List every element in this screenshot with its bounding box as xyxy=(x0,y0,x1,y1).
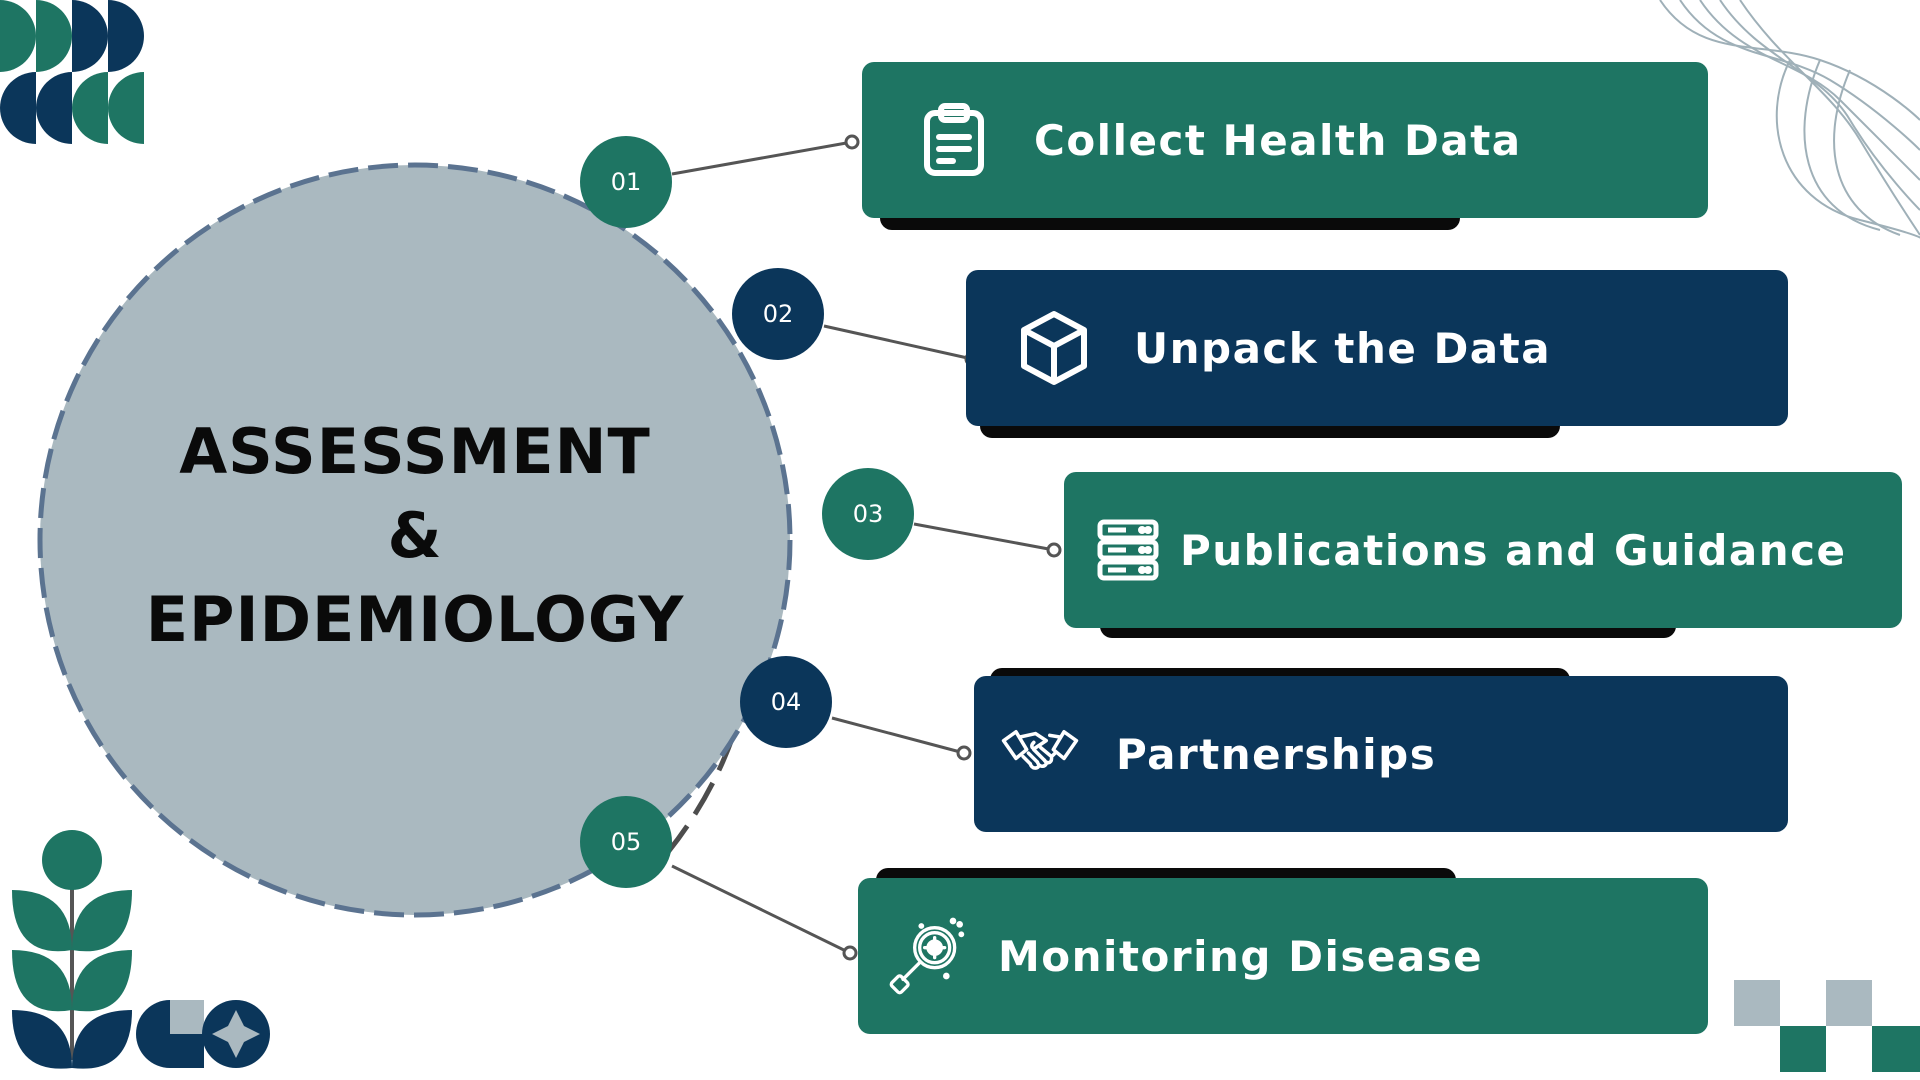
step-label: Unpack the Data xyxy=(1134,323,1552,373)
handshake-icon xyxy=(1000,714,1080,794)
step-badge-01: 01 xyxy=(580,136,672,228)
wavy-lines-pattern xyxy=(1659,0,1920,240)
connector-line-05 xyxy=(671,864,851,955)
connector-line-04 xyxy=(831,716,965,755)
step-number: 03 xyxy=(852,500,884,528)
step-card-01[interactable]: Collect Health Data xyxy=(862,62,1708,218)
step-label: Monitoring Disease xyxy=(998,931,1484,981)
clipboard-icon xyxy=(914,100,994,180)
checker-squares-pattern xyxy=(1734,980,1920,1072)
title-line-3: EPIDEMIOLOGY xyxy=(145,583,685,656)
step-number: 04 xyxy=(770,688,802,716)
step-card-03[interactable]: Publications and Guidance xyxy=(1064,472,1902,628)
title-line-2: & xyxy=(387,499,443,572)
step-label: Collect Health Data xyxy=(1034,115,1522,165)
connector-dot-01 xyxy=(844,134,860,150)
step-number: 05 xyxy=(610,828,642,856)
step-label: Partnerships xyxy=(1116,729,1437,779)
connector-dot-04 xyxy=(956,745,972,761)
magnifier-virus-icon xyxy=(888,916,968,996)
step-badge-05: 05 xyxy=(580,796,672,888)
connector-dot-03 xyxy=(1046,542,1062,558)
connector-line-01 xyxy=(671,140,853,176)
step-card-05[interactable]: Monitoring Disease xyxy=(858,878,1708,1034)
leaf-plant-illustration xyxy=(12,830,132,1069)
central-title: ASSESSMENT & EPIDEMIOLOGY xyxy=(70,410,760,662)
half-circles-pattern xyxy=(0,0,144,144)
step-number: 01 xyxy=(610,168,642,196)
geometric-shapes-pattern xyxy=(136,1000,270,1068)
central-circle xyxy=(37,162,793,918)
step-badge-04: 04 xyxy=(740,656,832,748)
step-card-02[interactable]: Unpack the Data xyxy=(966,270,1788,426)
step-number: 02 xyxy=(762,300,794,328)
step-label: Publications and Guidance xyxy=(1180,525,1847,575)
step-card-04[interactable]: Partnerships xyxy=(974,676,1788,832)
connector-line-03 xyxy=(913,522,1055,552)
server-icon xyxy=(1088,510,1168,590)
connector-line-02 xyxy=(823,324,973,361)
step-badge-03: 03 xyxy=(822,468,914,560)
step-badge-02: 02 xyxy=(732,268,824,360)
connector-dot-05 xyxy=(842,945,858,961)
box-icon xyxy=(1014,308,1094,388)
title-line-1: ASSESSMENT xyxy=(179,415,651,488)
